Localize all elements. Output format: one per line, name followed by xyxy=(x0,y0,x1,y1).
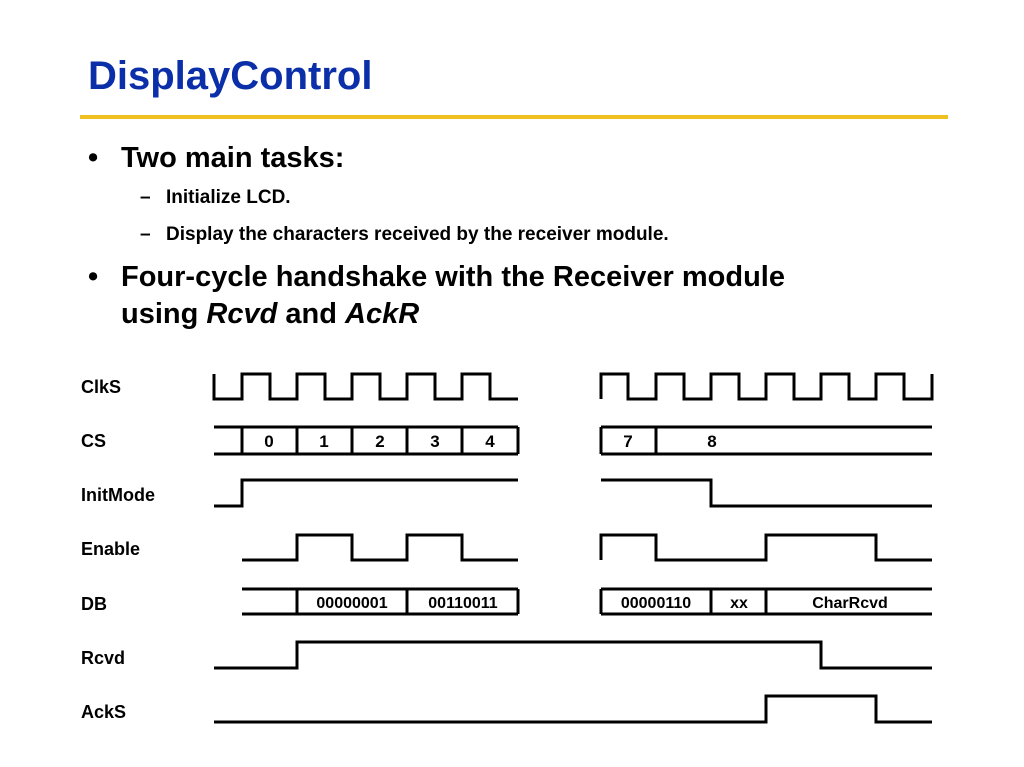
initmode-wave-left xyxy=(214,478,518,508)
signal-ackr-term: AckR xyxy=(345,298,420,330)
cs-value-2: 2 xyxy=(375,432,384,451)
sub-bullet-text: Display the characters received by the r… xyxy=(166,224,669,245)
signal-label-cs: CS xyxy=(81,431,106,451)
bullet-text: Two main tasks: xyxy=(121,142,345,174)
signal-rcvd-term: Rcvd xyxy=(206,298,278,330)
signal-label-rcvd: Rcvd xyxy=(81,648,125,668)
cont-mid: and xyxy=(285,298,337,330)
clks-wave-right xyxy=(599,372,934,401)
db-value-00000001: 00000001 xyxy=(316,595,387,612)
signal-label-acks: AckS xyxy=(81,702,126,722)
enable-wave-right xyxy=(599,533,932,562)
sub-bullet-mark: – xyxy=(140,187,151,208)
sub-bullet-text: Initialize LCD. xyxy=(166,187,291,208)
cs-value-3: 3 xyxy=(430,432,439,451)
rcvd-wave xyxy=(214,640,932,670)
bullet-text: Four-cycle handshake with the Receiver m… xyxy=(121,261,785,293)
initmode-wave-right xyxy=(601,478,932,508)
cs-value-7: 7 xyxy=(623,432,632,451)
signal-label-initmode: InitMode xyxy=(81,485,155,505)
cs-value-0: 0 xyxy=(264,432,273,451)
db-value-00110011: 00110011 xyxy=(428,595,498,612)
cs-value-1: 1 xyxy=(319,432,328,451)
signal-label-clks: ClkS xyxy=(81,377,121,397)
db-value-00000110: 00000110 xyxy=(621,595,691,612)
title-divider xyxy=(80,115,948,119)
signal-label-enable: Enable xyxy=(81,539,140,559)
cont-prefix: using xyxy=(121,298,199,330)
enable-wave-left xyxy=(242,533,518,562)
cs-value-8: 8 xyxy=(707,432,716,451)
db-value-xx: xx xyxy=(730,595,748,612)
signal-label-db: DB xyxy=(81,594,107,614)
acks-wave xyxy=(214,694,932,724)
bullet-mark: • xyxy=(88,142,99,174)
db-value-CharRcvd: CharRcvd xyxy=(812,595,888,612)
bullet-handshake-continuation: using Rcvd and AckR xyxy=(121,296,419,332)
cs-value-4: 4 xyxy=(485,432,495,451)
sub-bullet-mark: – xyxy=(140,224,151,245)
clks-wave-left xyxy=(212,372,518,401)
bullet-mark: • xyxy=(88,261,99,293)
page-title: DisplayControl xyxy=(88,54,373,98)
